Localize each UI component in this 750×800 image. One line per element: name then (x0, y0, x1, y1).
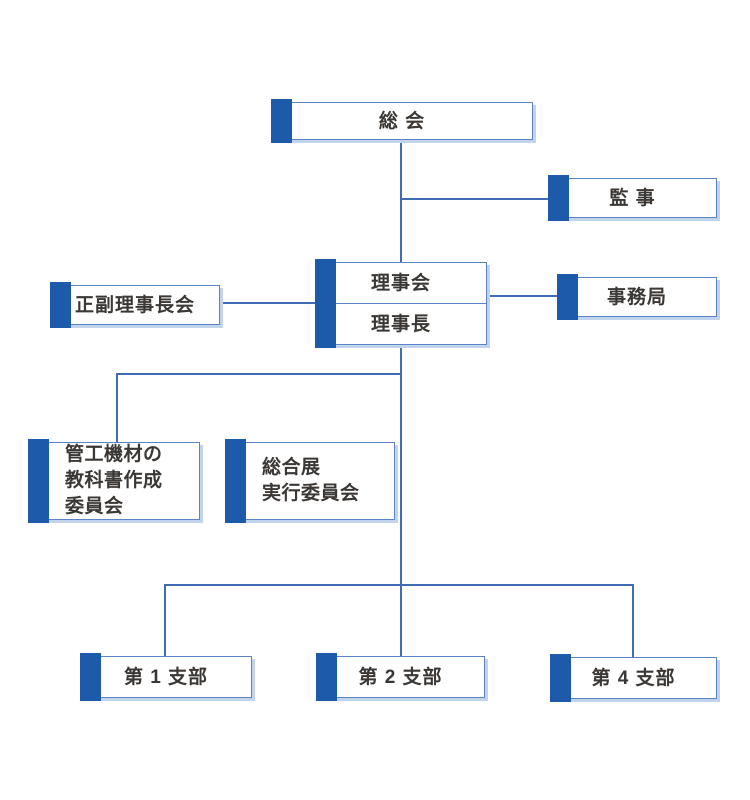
org-box-auditor: 監 事 (548, 175, 717, 221)
accent-bar (50, 282, 71, 328)
connector-meeting-to-board (400, 140, 402, 263)
accent-bar (550, 654, 571, 702)
connector-to-branch4 (632, 584, 634, 657)
org-box-label: 理事長 (370, 313, 431, 335)
connector-to-auditor (401, 198, 548, 200)
accent-bar (316, 653, 337, 701)
org-box-textbook-committee: 管工機材の 教科書作成 委員会 (28, 439, 200, 523)
org-box-board-row-bottom: 理事長 (316, 303, 486, 344)
org-box-branch-1: 第 1 支部 (80, 653, 252, 701)
org-box-chairmen-council: 正副理事長会 (50, 282, 220, 328)
org-box-label: 第 1 支部 (123, 666, 209, 688)
org-box-label: 総 会 (378, 110, 426, 132)
org-box-expo-committee: 総合展 実行委員会 (225, 439, 395, 523)
connector-to-chairmen-council (220, 302, 316, 304)
org-box-label-line: 総合展 (262, 457, 321, 478)
accent-bar (80, 653, 101, 701)
accent-bar (225, 439, 246, 523)
org-box-label-line: 実行委員会 (262, 483, 360, 504)
connector-committee-branch (117, 373, 401, 375)
org-box-label: 事務局 (606, 286, 667, 308)
org-box-label: 第 4 支部 (591, 667, 676, 689)
org-box-secretariat: 事務局 (557, 274, 717, 320)
org-box-label-line: 管工機材の (65, 444, 163, 465)
connector-to-secretariat (487, 295, 557, 297)
org-box-label: 理事会 (370, 272, 431, 294)
accent-bar (557, 274, 578, 320)
org-box-board-row-top: 理事会 (316, 263, 486, 303)
org-box-board: 理事会 理事長 (315, 259, 487, 348)
org-box-label: 正副理事長会 (74, 294, 195, 316)
accent-bar (548, 175, 569, 221)
org-box-label-line: 教科書作成 (65, 470, 163, 491)
accent-bar (28, 439, 49, 523)
org-box-label-line: 委員会 (65, 496, 124, 517)
accent-bar (315, 259, 336, 348)
org-box-branch-4: 第 4 支部 (550, 654, 717, 702)
accent-bar (271, 99, 292, 143)
connector-to-textbook-committee (116, 373, 118, 443)
org-box-label: 第 2 支部 (358, 666, 443, 688)
connector-branches (165, 584, 634, 586)
org-box-general-meeting: 総 会 (271, 99, 533, 143)
connector-board-trunk (400, 345, 402, 657)
org-box-branch-2: 第 2 支部 (316, 653, 485, 701)
org-box-label: 監 事 (609, 187, 656, 209)
connector-to-branch1 (164, 584, 166, 656)
